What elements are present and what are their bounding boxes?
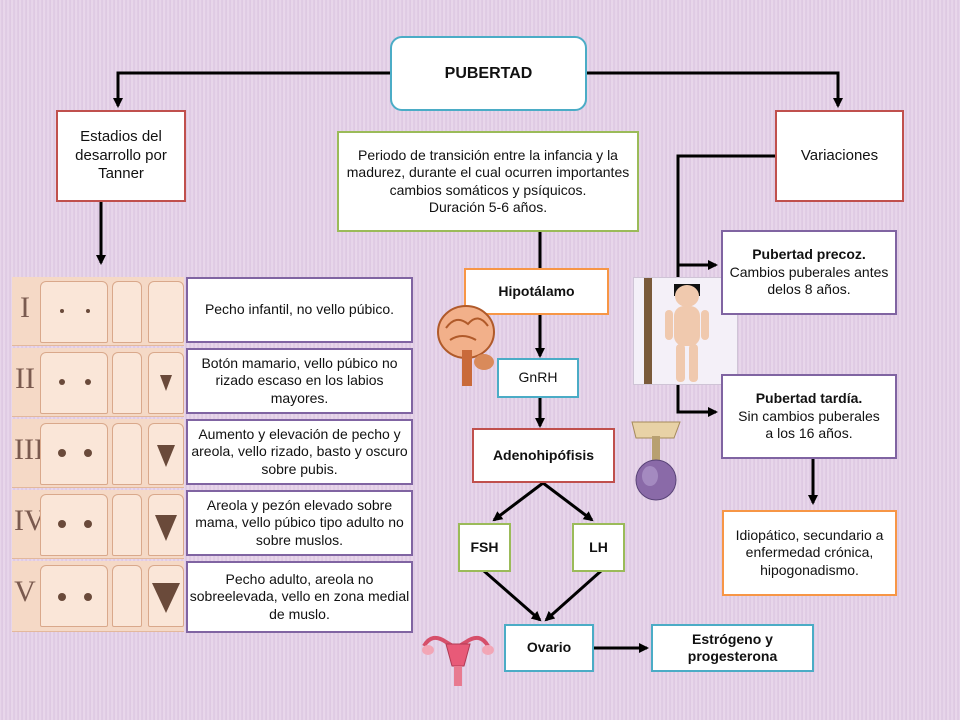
tanner-figure-row: III xyxy=(12,419,184,488)
uterus-image xyxy=(422,635,494,686)
torso-side-figure xyxy=(112,352,142,414)
torso-front-figure xyxy=(40,423,108,485)
title-box: PUBERTAD xyxy=(390,36,587,111)
lh-text: LH xyxy=(589,538,608,555)
torso-side-figure xyxy=(112,281,142,343)
stage-numeral: II xyxy=(15,362,35,395)
height-ruler xyxy=(644,278,652,384)
child-figure xyxy=(665,284,709,382)
tanner-stage-text: Pecho adulto, areola no sobreelevada, ve… xyxy=(189,570,410,622)
causas-box: Idiopático, secundario a enfermedad crón… xyxy=(722,510,897,596)
torso-side-figure xyxy=(112,565,142,627)
estrogeno-box: Estrógeno y progesterona xyxy=(651,624,814,672)
tanner-details xyxy=(58,309,180,613)
tanner-stage-text: Areola y pezón elevado sobre mama, vello… xyxy=(195,496,404,548)
variaciones-text: Variaciones xyxy=(800,146,879,164)
torso-front-figure xyxy=(40,494,108,556)
hipotalamo-box: Hipotálamo xyxy=(464,268,609,315)
definition-box: Periodo de transición entre la infancia … xyxy=(337,131,639,232)
torso-side-figure xyxy=(112,423,142,485)
pelvis-figure xyxy=(148,281,184,343)
hipotalamo-text: Hipotálamo xyxy=(498,282,575,299)
definition-text: Periodo de transición entre la infancia … xyxy=(346,146,630,216)
pubertad-tardia-box: Pubertad tardía. Sin cambios puberales a… xyxy=(721,374,897,459)
torso-front-figure xyxy=(40,281,108,343)
tanner-stage-text: Aumento y elevación de pecho y areola, v… xyxy=(191,425,408,477)
child-photo xyxy=(633,277,738,385)
lh-box: LH xyxy=(572,523,625,572)
estrogeno-text: Estrógeno y progesterona xyxy=(687,630,778,665)
tanner-stage-1: Pecho infantil, no vello púbico. xyxy=(186,277,413,343)
tanner-figure-row: IV xyxy=(12,490,184,559)
tardia-title: Pubertad tardía. xyxy=(755,390,863,407)
variaciones-box: Variaciones xyxy=(775,110,904,202)
tanner-stage-4: Areola y pezón elevado sobre mama, vello… xyxy=(186,490,413,556)
brain-image xyxy=(437,305,495,386)
tanner-figure-row: II xyxy=(12,348,184,417)
torso-side-figure xyxy=(112,494,142,556)
torso-front-figure xyxy=(40,352,108,414)
tanner-stage-text: Pecho infantil, no vello púbico. xyxy=(204,301,395,318)
tanner-header-text: Estadios del desarrollo por Tanner xyxy=(75,127,167,183)
stage-numeral: V xyxy=(14,575,36,608)
fsh-text: FSH xyxy=(470,538,499,555)
tardia-text: Sin cambios puberales a los 16 años. xyxy=(738,407,880,442)
gnrh-box: GnRH xyxy=(497,358,579,398)
pubertad-precoz-box: Pubertad precoz. Cambios puberales antes… xyxy=(721,230,897,315)
tanner-figure-row: V xyxy=(12,561,184,632)
pituitary-image xyxy=(631,421,681,501)
tanner-stage-3: Aumento y elevación de pecho y areola, v… xyxy=(186,419,413,485)
precoz-text: Cambios puberales antes delos 8 años. xyxy=(729,263,889,298)
torso-front-figure xyxy=(40,565,108,627)
precoz-title: Pubertad precoz. xyxy=(752,246,866,263)
gnrh-text: GnRH xyxy=(518,369,558,386)
causas-text: Idiopático, secundario a enfermedad crón… xyxy=(735,526,884,578)
fsh-box: FSH xyxy=(458,523,511,572)
tanner-header-box: Estadios del desarrollo por Tanner xyxy=(56,110,186,202)
adenohipofisis-text: Adenohipófisis xyxy=(492,446,595,463)
adenohipofisis-box: Adenohipófisis xyxy=(472,428,615,483)
tanner-figure-row: I xyxy=(12,277,184,346)
tanner-stage-2: Botón mamario, vello púbico no rizado es… xyxy=(186,348,413,414)
title-text: PUBERTAD xyxy=(444,64,533,82)
stage-numeral: I xyxy=(20,291,30,324)
ovario-text: Ovario xyxy=(526,639,572,656)
ovario-box: Ovario xyxy=(504,624,594,672)
tanner-stage-5: Pecho adulto, areola no sobreelevada, ve… xyxy=(186,561,413,633)
tanner-stage-text: Botón mamario, vello púbico no rizado es… xyxy=(201,354,398,406)
